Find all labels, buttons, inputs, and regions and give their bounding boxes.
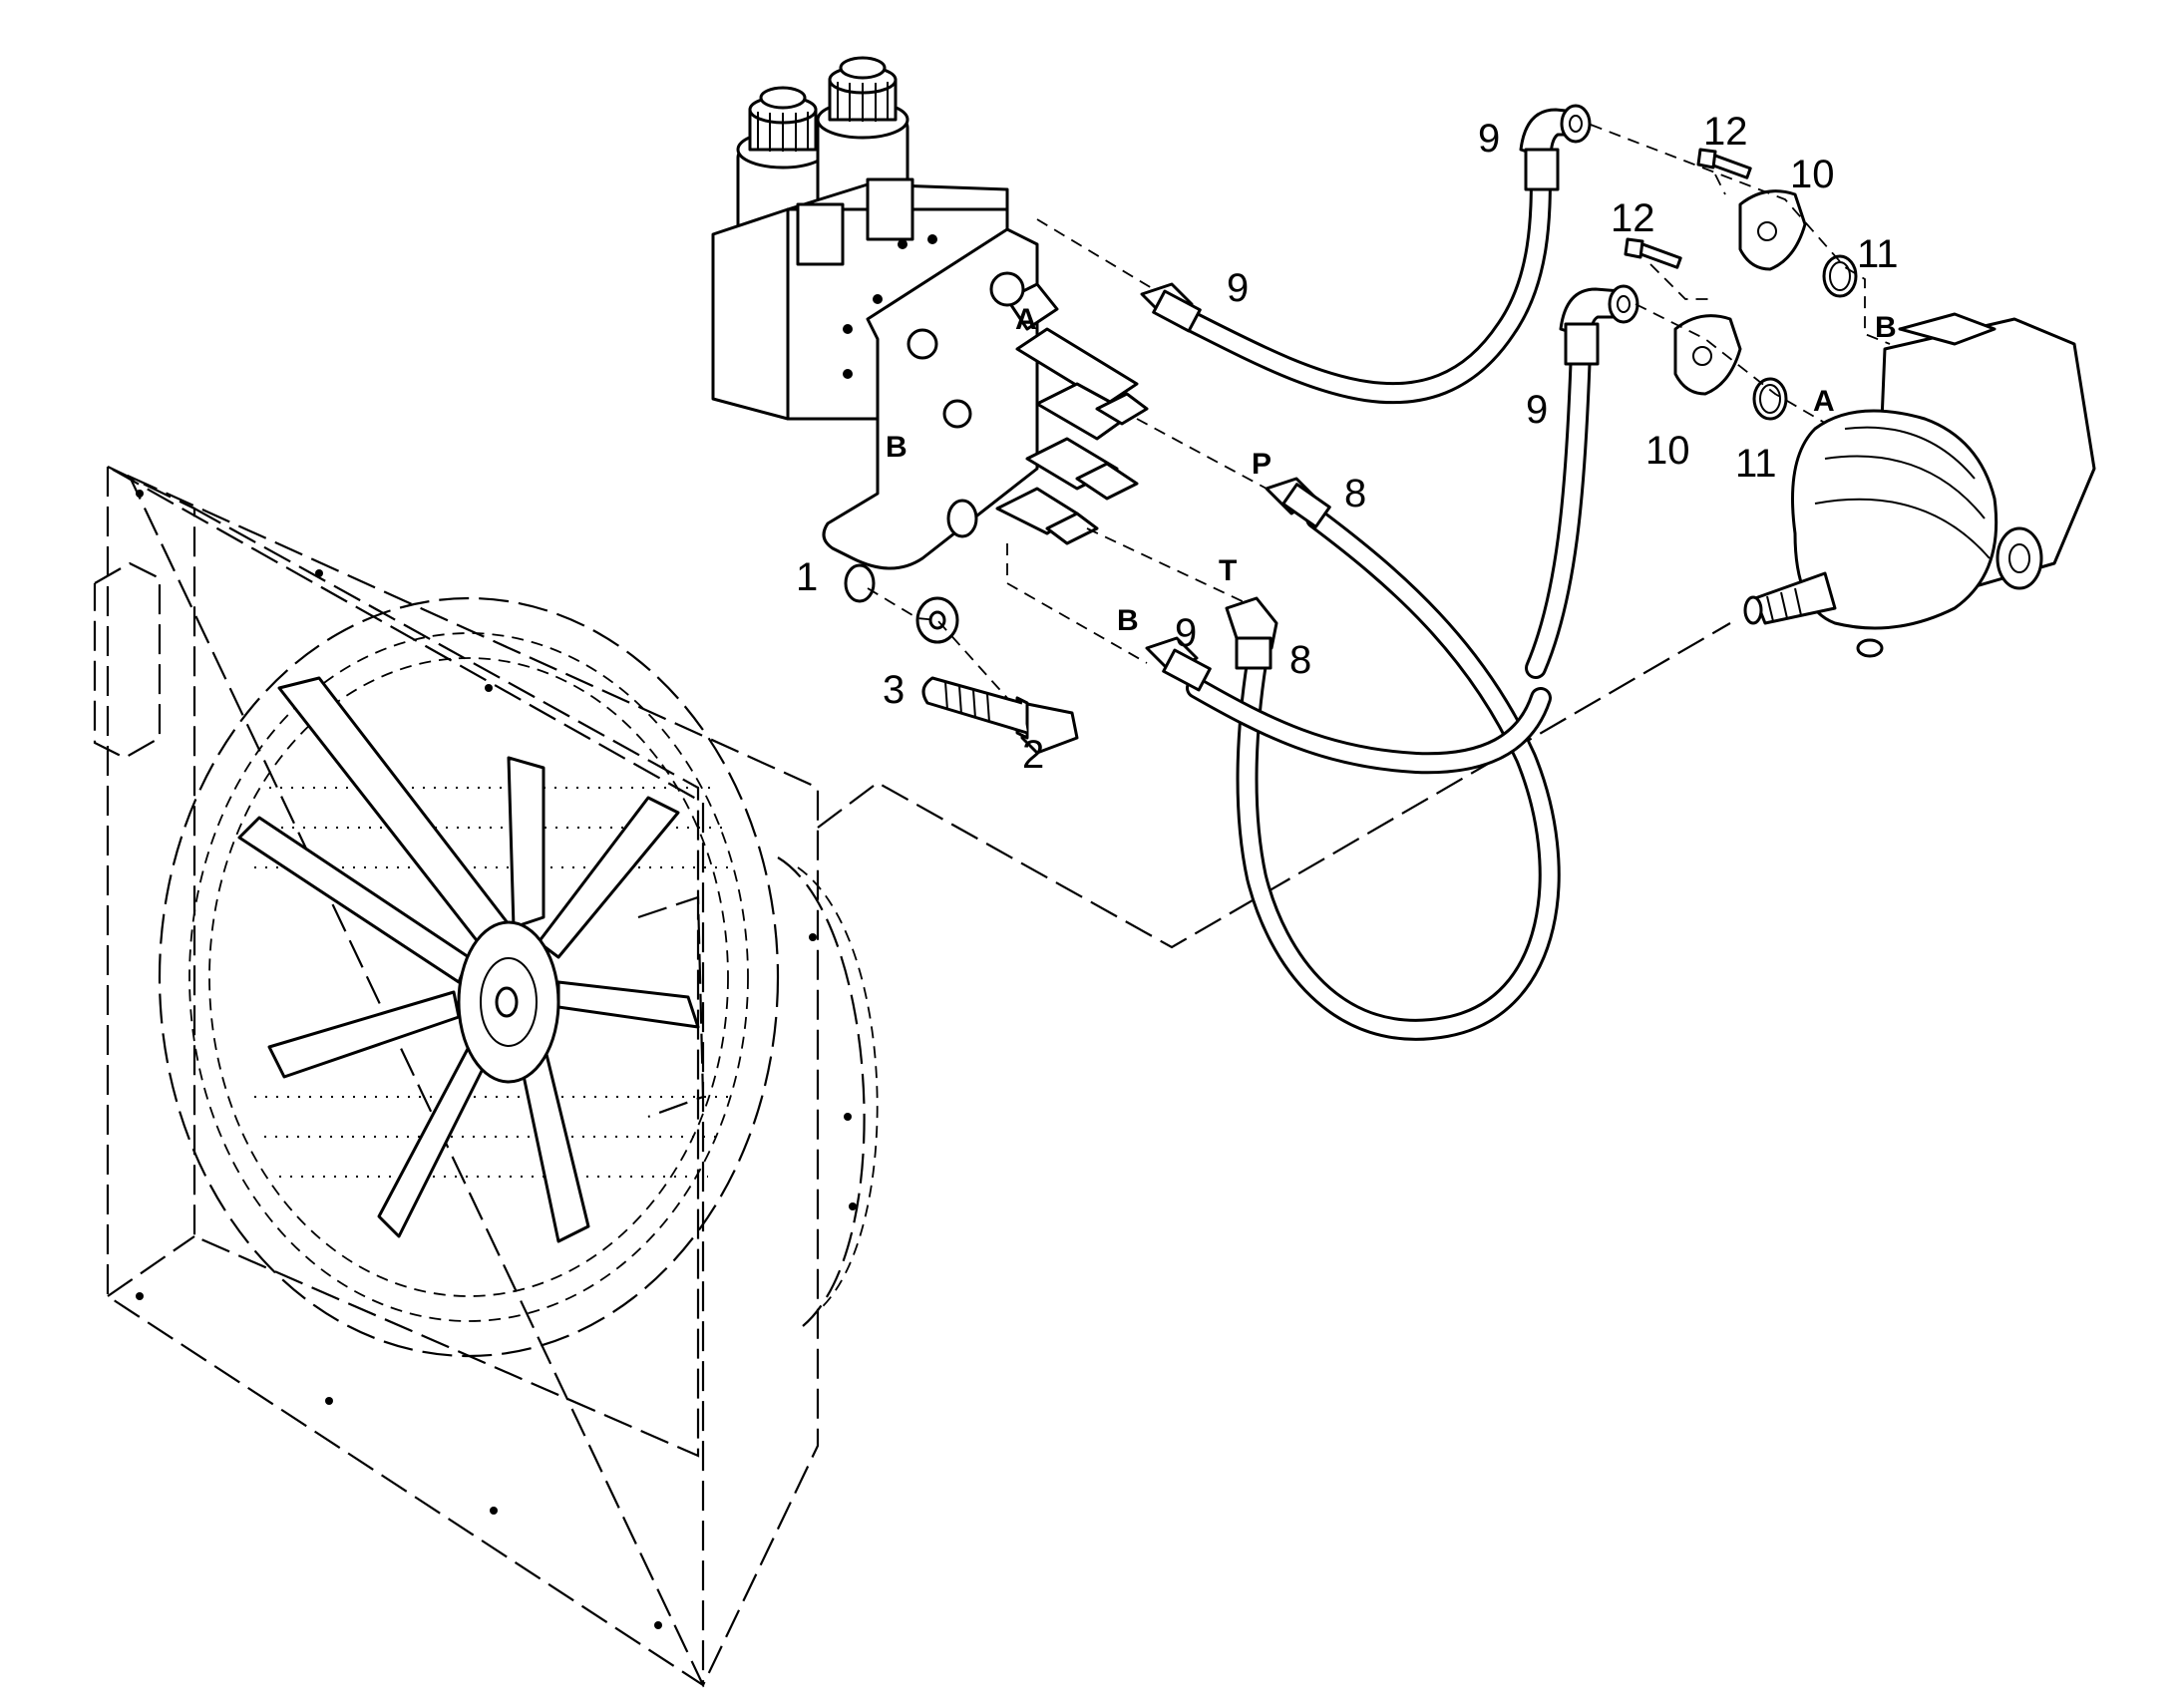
callout-9-lower: 9 [1175, 611, 1197, 655]
callout-9-right: 9 [1526, 388, 1548, 432]
hex-bolt [921, 676, 1079, 755]
hoses [1140, 104, 1639, 1041]
callout-9-mid: 9 [1227, 266, 1249, 310]
callout-2: 2 [1022, 733, 1044, 777]
callouts: 1 2 3 8 8 9 9 9 9 10 10 11 11 12 12 [796, 110, 1899, 777]
callout-3: 3 [883, 668, 905, 712]
callout-10-upper: 10 [1790, 153, 1835, 196]
flange-hardware [1590, 124, 1891, 430]
hydraulic-motor [1743, 312, 2096, 658]
callout-9-top: 9 [1478, 117, 1500, 161]
callout-11-upper: 11 [1857, 232, 1899, 276]
callout-12-upper: 12 [1703, 110, 1748, 154]
fan-shroud-assembly [93, 465, 879, 1688]
port-label-motor-b: B [1875, 311, 1897, 344]
fan-blades [237, 676, 700, 1243]
alignment-line-fan-to-motor [817, 622, 1731, 949]
valve-fittings [907, 271, 1149, 545]
callout-10-lower: 10 [1645, 429, 1690, 473]
port-label-t: T [1219, 554, 1237, 587]
callout-8-upper: 8 [1344, 472, 1366, 515]
callout-8-lower: 8 [1289, 638, 1311, 682]
port-label-motor-a: A [1813, 385, 1835, 418]
bracket-hole [844, 563, 876, 603]
port-label-line-b: B [1117, 604, 1139, 637]
valve-block-assembly [711, 56, 1268, 755]
fan-grille-hatching [254, 787, 733, 1178]
mount-holes [136, 490, 857, 1629]
port-label-valve-a: A [1015, 303, 1037, 336]
port-label-valve-b: B [886, 431, 908, 464]
mounting-bracket [822, 227, 1039, 570]
fan-hub-nut [495, 986, 519, 1018]
port-label-p: P [1252, 448, 1272, 481]
callout-1: 1 [796, 555, 818, 599]
callout-12-lower: 12 [1611, 196, 1655, 240]
callout-11-lower: 11 [1735, 442, 1777, 486]
port-labels: A B P T B A B [886, 303, 1897, 637]
